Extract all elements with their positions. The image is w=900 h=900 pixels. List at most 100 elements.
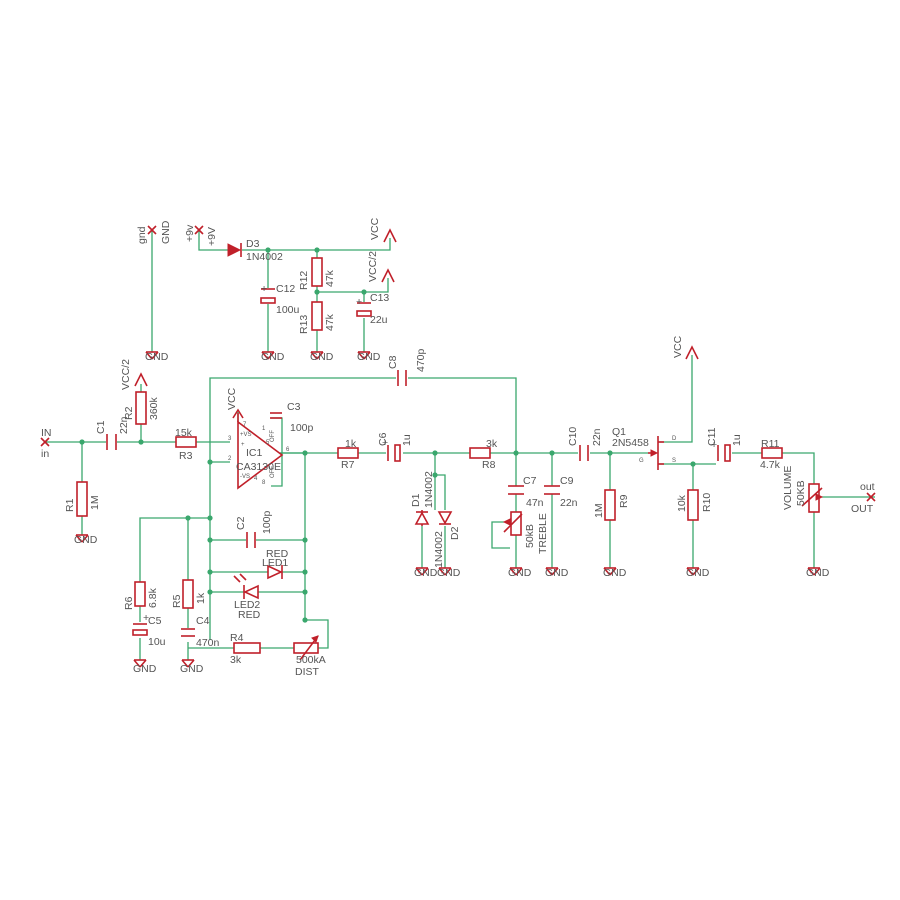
gnd-net-terminal: gnd GND: [136, 220, 172, 244]
wires: [45, 230, 875, 660]
input-terminal: IN in: [40, 427, 52, 460]
c7-name: C7: [523, 475, 537, 487]
c9-name: C9: [560, 475, 574, 487]
volume-value: 50KB: [795, 480, 807, 506]
treble-name: TREBLE: [537, 513, 549, 554]
svg-text:+: +: [711, 439, 717, 451]
svg-text:GND: GND: [261, 351, 285, 363]
capacitor-c11: + C11 1u: [706, 427, 743, 462]
r10-value: 10k: [676, 494, 688, 512]
svg-text:-: -: [241, 462, 243, 468]
r1-value: 1M: [89, 495, 101, 510]
r7-value: 1k: [345, 438, 357, 450]
r7-name: R7: [341, 459, 355, 471]
p9v-label: +9V: [206, 227, 218, 246]
r11-value: 4.7k: [760, 459, 781, 471]
svg-text:G: G: [639, 458, 644, 464]
r2-value: 360k: [148, 396, 160, 420]
ic1-name: IC1: [246, 447, 263, 459]
c12-value: 100u: [276, 304, 300, 316]
r10-name: R10: [701, 493, 713, 512]
in-net-label: in: [41, 448, 49, 460]
c11-value: 1u: [731, 434, 743, 446]
vcc2-supply-top: VCC/2: [367, 251, 395, 283]
c13-name: C13: [370, 292, 389, 304]
svg-text:GND: GND: [357, 351, 381, 363]
r5-name: R5: [171, 594, 183, 608]
capacitor-c7: C7 47n: [508, 475, 544, 509]
vcc2-supply-input: VCC/2: [120, 359, 148, 390]
svg-text:+: +: [241, 442, 245, 448]
c4-name: C4: [196, 615, 210, 627]
dist-name: DIST: [295, 666, 320, 678]
junctions: [79, 247, 696, 623]
q1-value: 2N5458: [612, 437, 649, 449]
led-led1: RED LED1: [262, 548, 289, 580]
r13-name: R13: [298, 315, 310, 334]
c2-name: C2: [235, 516, 247, 530]
resistor-r8: 3k R8: [469, 438, 498, 471]
svg-text:2: 2: [228, 456, 232, 462]
vcc-top-label: VCC: [369, 217, 381, 240]
r8-name: R8: [482, 459, 496, 471]
c9-value: 22n: [560, 497, 578, 509]
p9v-net-label: +9v: [184, 224, 196, 242]
svg-text:GND: GND: [603, 567, 627, 579]
r12-name: R12: [298, 271, 310, 290]
c12-name: C12: [276, 283, 295, 295]
resistor-r6: R6 6.8k: [123, 581, 159, 610]
resistor-r4: R4 3k: [230, 632, 261, 666]
svg-text:+: +: [382, 437, 388, 449]
svg-text:+VS: +VS: [240, 432, 252, 438]
resistor-r1: R1 1M: [64, 481, 101, 517]
svg-text:GND: GND: [414, 567, 438, 579]
svg-text:S: S: [672, 458, 676, 464]
r4-value: 3k: [230, 654, 242, 666]
dist-value: 500kA: [296, 654, 326, 666]
r6-name: R6: [123, 596, 135, 610]
svg-text:GND: GND: [508, 567, 532, 579]
capacitor-c9: C9 22n: [544, 475, 578, 509]
c10-name: C10: [567, 427, 579, 446]
resistor-r10: 10k R10: [676, 489, 713, 521]
d3-value: 1N4002: [246, 251, 283, 263]
svg-text:6: 6: [286, 447, 290, 453]
svg-text:OFF: OFF: [270, 466, 276, 478]
resistor-r13: R13 47k: [298, 301, 336, 334]
resistor-r2: R2 360k: [123, 391, 160, 425]
volume-name: VOLUME: [782, 466, 794, 510]
r5-value: 1k: [195, 592, 207, 604]
out-net-label: out: [860, 481, 875, 493]
vcc-supply-jfet: VCC: [672, 335, 699, 360]
d2-value: 1N4002: [433, 531, 445, 568]
capacitor-c8: C8 470p: [387, 348, 427, 386]
r9-value: 1M: [593, 503, 605, 518]
c8-value: 470p: [415, 348, 427, 372]
out-label: OUT: [851, 503, 874, 515]
c8-name: C8: [387, 355, 399, 369]
svg-text:GND: GND: [686, 567, 710, 579]
potentiometer-treble: 50kB TREBLE: [502, 511, 549, 554]
capacitor-c2: C2 100p: [235, 510, 273, 548]
q1-name: Q1: [612, 426, 626, 438]
c6-name: C6: [377, 432, 389, 446]
capacitor-c3: C3 100p: [270, 401, 314, 434]
r9-name: R9: [618, 494, 630, 508]
treble-value: 50kB: [524, 524, 536, 548]
diode-d2: 1N4002 D2: [433, 511, 461, 568]
diode-d3: D3 1N4002: [227, 238, 283, 263]
r11-name: R11: [761, 438, 780, 450]
c1-name: C1: [95, 420, 107, 434]
led2-value: RED: [238, 609, 261, 621]
led1-value: RED: [266, 548, 289, 560]
led-led2: LED2 RED: [233, 573, 261, 621]
c1-value: 22n: [118, 416, 130, 434]
svg-text:-VS: -VS: [240, 474, 250, 480]
svg-text:+: +: [356, 296, 362, 308]
c10-value: 22n: [591, 428, 603, 446]
vcc-supply-top: VCC: [369, 217, 397, 243]
r3-value: 15k: [175, 427, 193, 439]
d1-value: 1N4002: [423, 471, 435, 508]
gnd-label: GND: [145, 351, 169, 363]
